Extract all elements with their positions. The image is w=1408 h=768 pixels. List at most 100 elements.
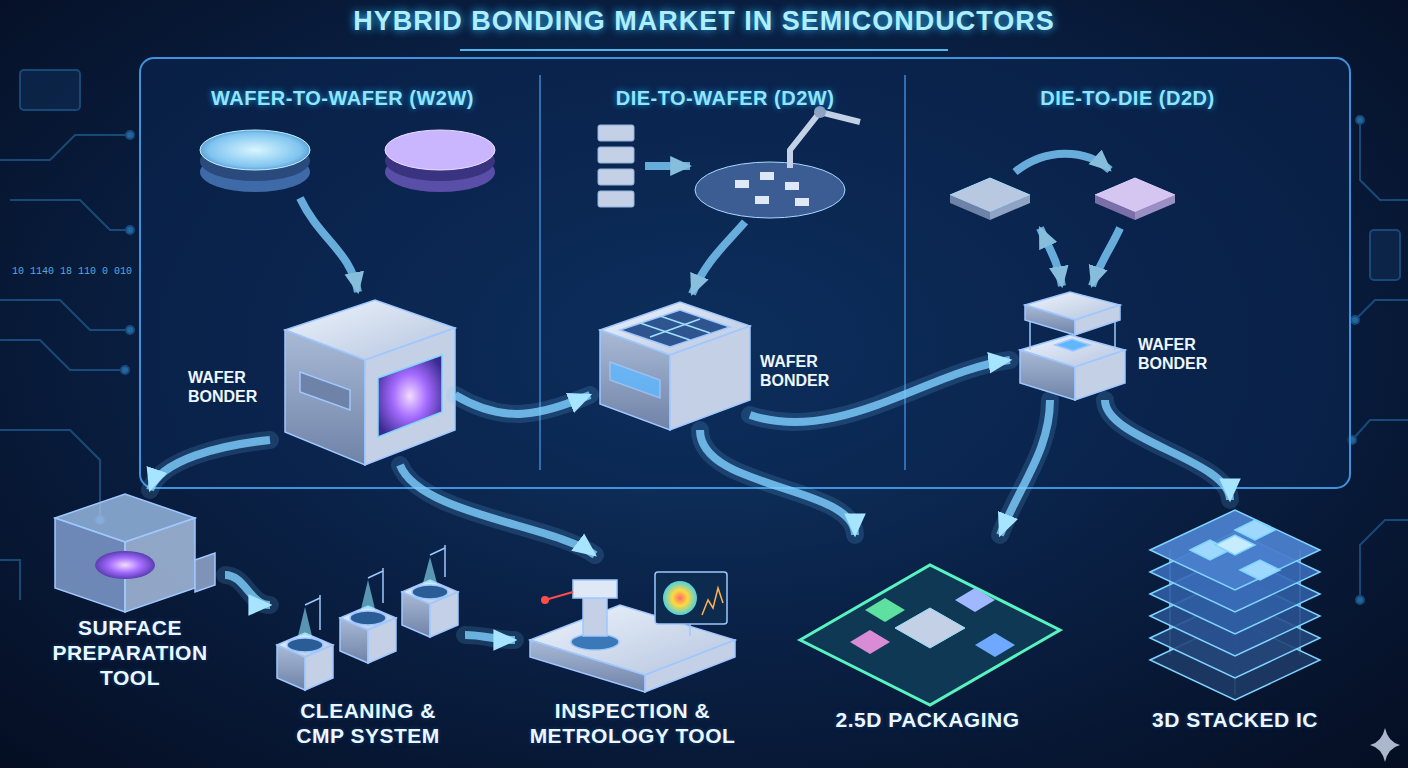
wafer-bonder-machine	[300, 372, 350, 410]
circuit-traces	[126, 131, 134, 139]
flow-arrow-line	[1000, 400, 1050, 535]
circuit-traces	[1356, 596, 1364, 604]
d2d-chips	[1092, 228, 1120, 286]
wafer-bonder-machine	[600, 302, 750, 430]
cleaning-cmp-system	[444, 545, 446, 577]
column-heading: DIE-TO-WAFER (D2W)	[545, 87, 905, 110]
flow-arrow-glow	[150, 440, 270, 490]
wafer-bonder-machine	[610, 362, 660, 398]
inspection-metrology-tool	[689, 624, 691, 636]
tool-label: INSPECTION & METROLOGY TOOL	[520, 698, 745, 748]
machine-label: WAFER BONDER	[188, 368, 266, 406]
stacked-ic	[1150, 510, 1320, 700]
d2d-chips	[1095, 195, 1135, 220]
packaging-board	[850, 630, 890, 654]
wafer-bonder-machine	[620, 310, 730, 347]
column-panel: DIE-TO-DIE (D2D)WAFER BONDER	[910, 65, 1345, 480]
flow-arrow-line	[700, 430, 855, 535]
circuit-traces	[1356, 116, 1364, 124]
flow-arrow-glow	[400, 465, 595, 555]
inspection-metrology-tool	[545, 592, 573, 600]
d2d-chips	[1135, 195, 1175, 220]
flow-arrow-glow	[225, 575, 270, 605]
flow-arrow	[465, 635, 515, 640]
stacked-ic	[1235, 520, 1275, 540]
circuit-traces	[0, 560, 20, 600]
tool-label: CLEANING & CMP SYSTEM	[282, 698, 454, 748]
column-heading: WAFER-TO-WAFER (W2W)	[150, 87, 535, 110]
tool-node: CLEANING & CMP SYSTEM	[270, 540, 465, 752]
d2w-dies-and-wafer	[785, 182, 799, 190]
d2d-chips	[950, 195, 990, 220]
column-panel: WAFER-TO-WAFER (W2W) WAFER BONDER	[150, 65, 535, 480]
d2d-chips	[1040, 228, 1062, 286]
output-label: 2.5D PACKAGING	[785, 707, 1070, 732]
wafer-bonder-machine	[600, 330, 670, 430]
wafer-bonder: WAFER BONDER	[1010, 290, 1130, 400]
cleaning-cmp-system	[287, 638, 323, 652]
d2d-chips	[1015, 154, 1110, 172]
flow-arrow-glow	[455, 395, 590, 414]
circuit-traces	[126, 226, 134, 234]
wafer-bonder-press	[1114, 318, 1116, 350]
w2w-wafers	[200, 130, 310, 170]
machine-label: WAFER BONDER	[1138, 335, 1216, 373]
d2w-dies-and-wafer	[692, 222, 745, 294]
main-panel	[904, 75, 906, 470]
packaging-board	[955, 588, 995, 612]
circuit-traces	[20, 70, 80, 110]
wafer-bonder-machine	[650, 319, 700, 337]
cleaning-cmp-system	[412, 585, 448, 599]
d2w-dies-and-wafer	[645, 162, 690, 170]
stacked-ic	[1215, 535, 1255, 555]
inspection-metrology-tool	[573, 580, 617, 598]
surface-preparation-tool	[95, 551, 155, 579]
wafer-bonder-machine	[365, 328, 455, 465]
wafer-bonder-press	[1075, 305, 1120, 335]
flow-arrow	[700, 430, 855, 535]
wafer-bonder-machine	[285, 330, 365, 465]
stacked-ic	[1150, 510, 1320, 590]
d2w-dies-and-wafer	[598, 125, 634, 141]
flow-arrow-line	[400, 465, 595, 555]
d2w-dies-and-wafer	[695, 162, 845, 218]
flow-arrow	[400, 465, 595, 555]
tool-node: INSPECTION & METROLOGY TOOL	[515, 555, 750, 752]
circuit-traces	[0, 135, 130, 160]
w2w-wafers	[385, 130, 495, 170]
circuit-traces	[0, 300, 130, 330]
main-panel	[460, 49, 948, 51]
output-label: 3D STACKED IC	[1130, 707, 1340, 732]
flow-arrow	[455, 395, 590, 414]
flow-arrow-line	[1105, 400, 1230, 500]
wafer-bonder: WAFER BONDER	[270, 300, 455, 465]
flow-arrow-glow	[1000, 400, 1050, 535]
circuit-code: 10 1140 18 110 0 010	[12, 266, 132, 277]
d2w-dies-and-wafer	[790, 112, 860, 168]
inspection-metrology-tool	[541, 596, 549, 604]
flow-arrow-glow	[465, 635, 515, 640]
tool-node: SURFACE PREPARATION TOOL	[35, 490, 225, 695]
d2w-dies-and-wafer	[755, 196, 769, 204]
d2w-dies-and-wafer	[760, 172, 774, 180]
flow-arrow-line	[465, 635, 515, 640]
d2w-dies-and-wafer	[598, 169, 634, 185]
d2w-dies-and-wafer	[598, 147, 634, 163]
packaging-board	[895, 608, 965, 648]
wafer-bonder-machine	[285, 300, 455, 465]
circuit-traces	[10, 200, 130, 230]
packaging-board	[865, 598, 905, 622]
circuit-traces	[1360, 520, 1408, 600]
inspection-metrology-tool	[655, 572, 727, 624]
flow-arrow-line	[455, 395, 590, 414]
cleaning-cmp-system	[430, 548, 445, 555]
diagram-title: HYBRID BONDING MARKET IN SEMICONDUCTORS	[0, 6, 1408, 37]
flow-arrow-glow	[1105, 400, 1230, 500]
circuit-traces	[1370, 230, 1400, 280]
wafer-bonder-press	[1075, 350, 1125, 400]
packaging-board	[975, 633, 1015, 657]
inspection-metrology-tool	[702, 588, 723, 615]
d2w-dies-and-wafer	[598, 191, 634, 207]
circuit-traces	[1355, 300, 1408, 320]
column-panel: DIE-TO-WAFER (D2W)WAFER BONDER	[545, 65, 905, 480]
